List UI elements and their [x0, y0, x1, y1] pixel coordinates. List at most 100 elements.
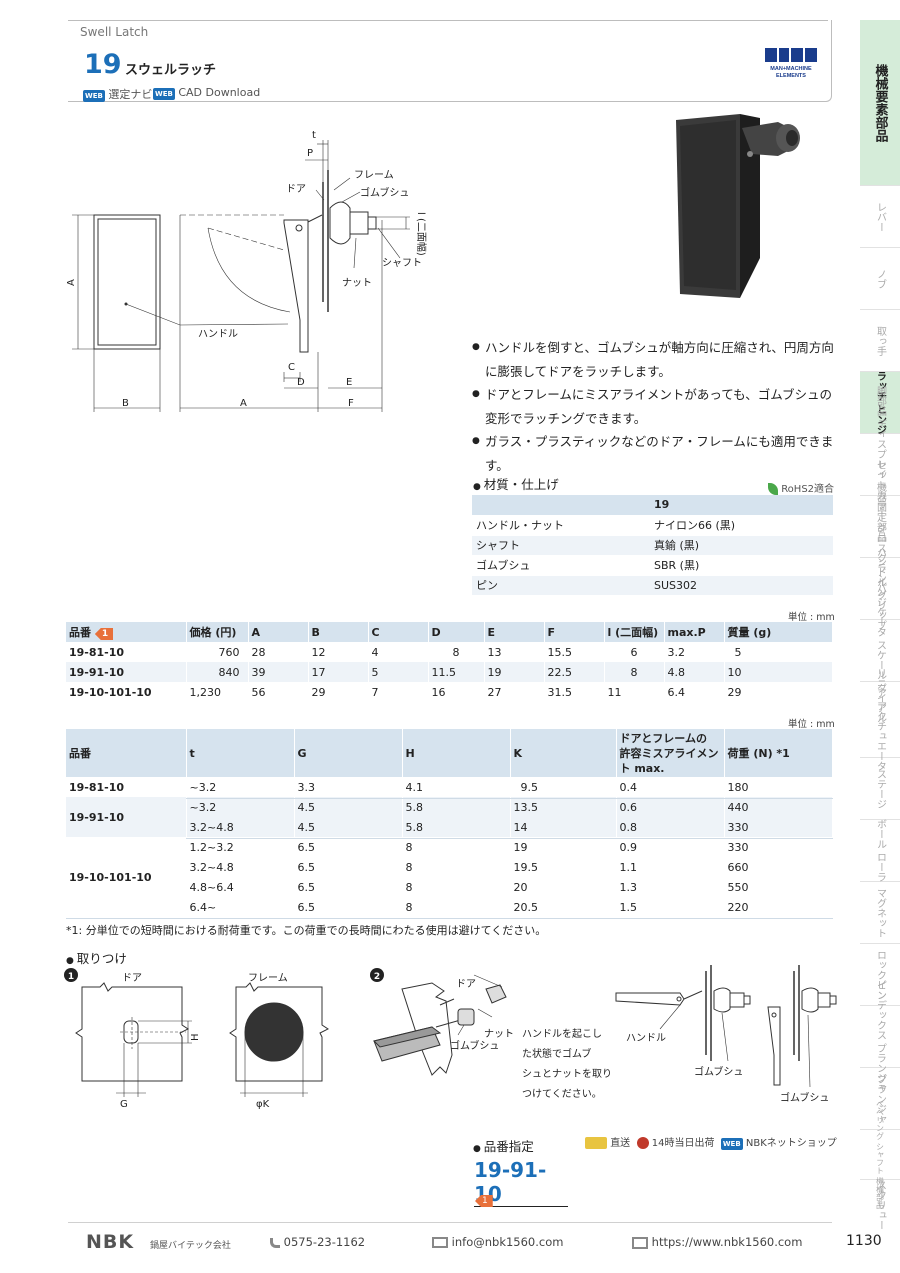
- table-cell: ~3.2: [186, 777, 295, 797]
- label-handle: ハンドル: [626, 1033, 666, 1044]
- table-cell: 22.5: [544, 662, 605, 682]
- table-cell: 17: [308, 662, 369, 682]
- product-title: スウェルラッチ: [125, 63, 217, 78]
- web-icon: [632, 1236, 648, 1249]
- table-cell: 0.9: [616, 837, 725, 857]
- table-cell: 440: [724, 797, 833, 817]
- sidebar-item-machine-elements[interactable]: 機械要素部品: [860, 20, 900, 186]
- table-cell: 8: [402, 877, 511, 897]
- table-cell: 20.5: [510, 897, 617, 917]
- table-cell: [472, 495, 650, 516]
- mounting-diagram: 1 2: [64, 965, 837, 1110]
- table-cell: 13.5: [510, 797, 617, 817]
- table-cell: 6: [604, 642, 665, 662]
- label-bush-2: ゴムブシュ: [694, 1065, 743, 1078]
- sidebar-item-lever[interactable]: レバー: [860, 186, 900, 248]
- table-cell: F: [544, 622, 605, 642]
- table-cell: 760: [186, 642, 249, 662]
- sidebar-item-grip[interactable]: ハンドル グリップ: [860, 547, 900, 630]
- sidebar-item-mechanism[interactable]: ベベリング シャフト 機構部品: [860, 1100, 900, 1209]
- sidebar-item-index-plunger[interactable]: インデックス プランジャ: [860, 980, 900, 1093]
- selection-navi-label: 選定ナビ: [108, 88, 153, 101]
- table-cell: 荷重 (N) *1: [724, 729, 833, 777]
- table-cell: シャフト: [472, 535, 650, 556]
- website-link[interactable]: https://www.nbk1560.com: [632, 1235, 802, 1249]
- table-cell: 8: [402, 897, 511, 917]
- table-cell: 9.5: [510, 777, 617, 797]
- step-1-badge: 1: [68, 972, 74, 982]
- table-cell: 8: [402, 857, 511, 877]
- table-cell: 12: [308, 642, 369, 662]
- sidebar-item-screw[interactable]: スクリュー: [874, 1180, 886, 1230]
- sidebar-item-knob[interactable]: ノブ: [860, 248, 900, 310]
- sidebar-item-ball-roller[interactable]: ボール ローラ: [860, 819, 900, 882]
- table2-unit: 単位 : mm: [788, 719, 835, 730]
- cad-download-link[interactable]: WEB CAD Download: [153, 86, 260, 100]
- sidebar-item-set-collar[interactable]: セットカラー クロスクランパ: [860, 460, 900, 593]
- email-contact[interactable]: info@nbk1560.com: [432, 1235, 563, 1249]
- group-divider: [186, 838, 833, 839]
- table-cell: 20: [510, 877, 617, 897]
- label-bush: ゴムブシュ: [450, 1039, 499, 1052]
- table-cell: 11: [604, 682, 665, 702]
- table-cell: 4.1: [402, 777, 511, 797]
- table-cell: H: [402, 729, 511, 777]
- sidebar-item-lock-pin[interactable]: ロックピン: [860, 944, 900, 1006]
- nbk-shop-link[interactable]: NBKネットショップ: [745, 1138, 837, 1149]
- table-cell: 660: [724, 857, 833, 877]
- table-cell: 39: [248, 662, 309, 682]
- table-cell: 品番: [66, 729, 187, 777]
- order-number-example: 19-91-10: [474, 1158, 568, 1207]
- sidebar-item-stage[interactable]: ステージ: [860, 758, 900, 820]
- table-cell: 330: [724, 817, 833, 837]
- web-badge: WEB: [720, 1138, 743, 1150]
- table-cell: 1.5: [616, 897, 725, 917]
- table-cell: 19-10-101-10: [66, 837, 187, 917]
- table-cell: 1,230: [186, 682, 249, 702]
- material-row: シャフト真鍮 (黒): [472, 535, 833, 556]
- table-cell: 56: [248, 682, 309, 702]
- sidebar-item-linear-actuator[interactable]: リニア アクチュエータ: [860, 668, 900, 771]
- table-cell: 7: [368, 682, 429, 702]
- table-cell: 質量 (g): [724, 622, 833, 642]
- table-cell: 5.8: [402, 797, 511, 817]
- table-cell: 15.5: [544, 642, 605, 662]
- dimension-diagram: t P フレーム ドア ゴムブシュ l (二面幅) シャフト ナット ハンドル …: [66, 130, 428, 412]
- table-cell: 1.1: [616, 857, 725, 877]
- sidebar-item-handle[interactable]: 取っ手: [860, 310, 900, 372]
- footnote: *1: 分単位での短時間における耐荷重です。この荷重での長時間にわたる使用は避け…: [66, 924, 547, 937]
- table-cell: 0.6: [616, 797, 725, 817]
- category-sidebar: 機械要素部品 レバー ノブ 取っ手 ラッチ ヒンジ 脚部品 ディスプレイ 機器固…: [860, 20, 900, 1230]
- label-D: D: [297, 377, 305, 388]
- sidebar-item-magnet[interactable]: マグネット: [860, 882, 900, 944]
- sidebar-item-plunger[interactable]: プランジャ: [860, 1068, 900, 1130]
- phone-contact[interactable]: 0575-23-1162: [270, 1235, 365, 1249]
- table-cell: 16: [428, 682, 485, 702]
- product-english-title: Swell Latch: [80, 25, 149, 39]
- selection-navi-link[interactable]: WEB 選定ナビ: [83, 86, 152, 102]
- order-service-icons: 直送 14時当日出荷 WEB NBKネットショップ: [585, 1134, 837, 1150]
- table-cell: 5: [368, 662, 429, 682]
- label-K: φK: [256, 1099, 270, 1110]
- sidebar-item-latch-hinge[interactable]: ラッチ ヒンジ: [860, 371, 900, 434]
- table-cell: 3.3: [294, 777, 403, 797]
- label-B: B: [122, 398, 129, 409]
- front-view-outer: [93, 214, 161, 350]
- table-cell: 19: [484, 662, 545, 682]
- sidebar-item-indicator[interactable]: インジケータ スケール ダイアル: [860, 577, 900, 724]
- table-cell: 6.5: [294, 897, 403, 917]
- tag-1: 1: [94, 628, 114, 640]
- label-shaft: シャフト: [382, 258, 422, 269]
- table-cell: D: [428, 622, 485, 642]
- table-cell: SUS302: [650, 575, 833, 596]
- material-header-row: 19: [472, 495, 833, 516]
- sidebar-item-leveling[interactable]: 脚部品 ディスプレイ 機器固定部品: [860, 386, 900, 543]
- table-cell: max.P: [664, 622, 725, 642]
- table-cell: 6.4~: [186, 897, 295, 917]
- label-bush: ゴムブシュ: [360, 186, 409, 199]
- table-cell: l (二面幅): [604, 622, 665, 642]
